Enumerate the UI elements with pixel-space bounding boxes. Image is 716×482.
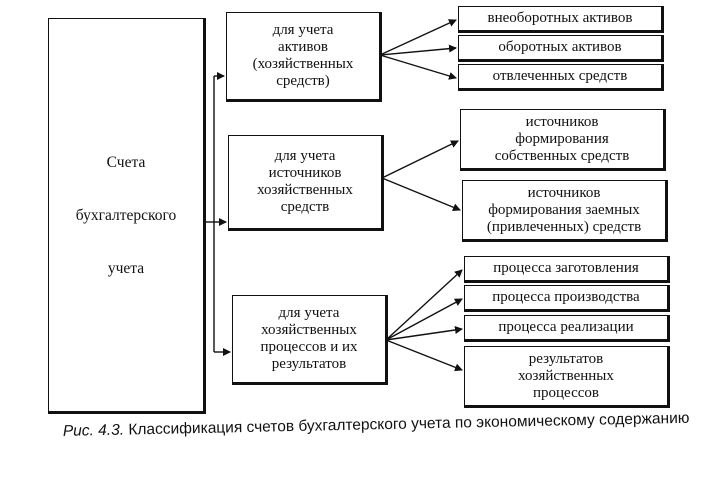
figure-number: Рис. 4.3. — [62, 421, 125, 440]
root-accounts-box: Счета бухгалтерского учета — [48, 18, 206, 414]
arrow-g1-c3 — [379, 54, 457, 80]
child-current-assets: оборотных активов — [458, 35, 664, 62]
arrow-g3-c2 — [385, 298, 463, 341]
child-production-process: процесса производства — [464, 285, 670, 312]
child-sales-process: процесса реализации — [464, 315, 670, 342]
child-process-results: результатов хозяйственных процессов — [464, 346, 670, 408]
child-borrowed-sources: источников формирования заемных (привлеч… — [462, 180, 668, 242]
arrow-g1-c1 — [379, 19, 457, 56]
arrow-g2-c1 — [381, 140, 459, 179]
arrow-g2-c2 — [381, 177, 461, 212]
arrow-g3-c4 — [385, 339, 463, 372]
child-noncurrent-assets: внеоборотных активов — [458, 6, 664, 33]
group-sources-box: для учета источников хозяйственных средс… — [228, 135, 384, 231]
root-line-1: Счета — [106, 153, 146, 171]
child-diverted-funds: отвлеченных средств — [458, 64, 664, 91]
arrow-g3-c1 — [385, 269, 463, 341]
root-line-2: бухгалтерского — [75, 206, 177, 224]
arrow-g1-c2 — [379, 44, 457, 56]
child-procurement-process: процесса заготовления — [464, 256, 670, 283]
group-processes-box: для учета хозяйственных процессов и их р… — [232, 295, 388, 385]
group-assets-box: для учета активов (хозяйственных средств… — [226, 12, 382, 102]
root-line-3: учета — [107, 259, 145, 277]
arrow-g3-c3 — [385, 326, 463, 341]
child-own-sources: источников формирования собственных сред… — [460, 109, 666, 171]
